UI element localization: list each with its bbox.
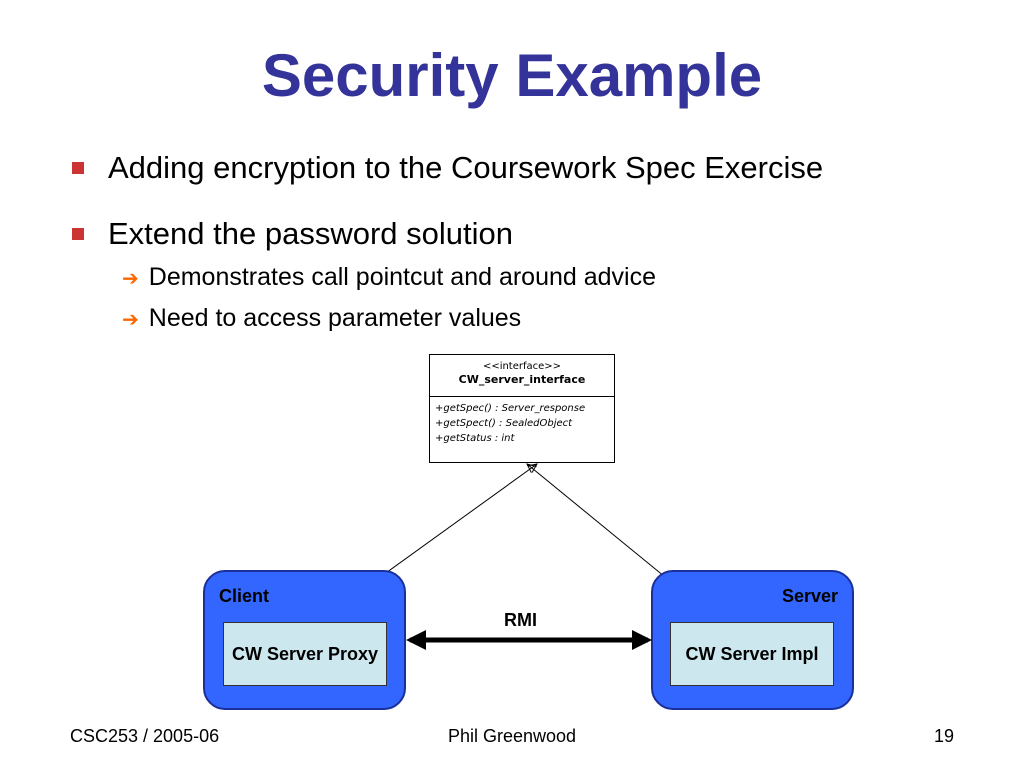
bullet-item: Extend the password solution <box>72 218 513 249</box>
operation: +getStatus : int <box>435 433 515 444</box>
interface-class-box: <<interface>> CW_server_interface +getSp… <box>429 354 615 463</box>
square-bullet-icon <box>72 161 84 174</box>
slide-title: Security Example <box>261 42 763 109</box>
rmi-label: RMI <box>504 610 537 630</box>
sub-bullet-item: ➔ Demonstrates call pointcut and around … <box>122 265 656 290</box>
footer-author: Phil Greenwood <box>447 726 577 746</box>
arrow-right-icon: ➔ <box>122 265 139 290</box>
interface-operations: +getSpec() : Server_response +getSpect()… <box>430 397 614 446</box>
server-label: Server <box>781 586 838 606</box>
bullet-text: Extend the password solution <box>108 216 513 251</box>
square-bullet-icon <box>72 227 84 240</box>
sub-bullet-item: ➔ Need to access parameter values <box>122 306 521 331</box>
footer-course: CSC253 / 2005-06 <box>70 726 220 746</box>
interface-header: <<interface>> CW_server_interface <box>430 355 614 397</box>
arrow-right-icon: ➔ <box>122 306 139 331</box>
client-label: Client <box>219 586 270 606</box>
bullet-text: Adding encryption to the Coursework Spec… <box>108 150 824 185</box>
server-component: CW Server Impl <box>670 622 834 686</box>
server-node: Server CW Server Impl <box>651 570 854 710</box>
interface-stereotype: <<interface>> <box>482 361 562 372</box>
bullet-item: Adding encryption to the Coursework Spec… <box>72 152 823 183</box>
sub-bullet-text: Demonstrates call pointcut and around ad… <box>148 263 657 291</box>
operation: +getSpec() : Server_response <box>435 403 586 414</box>
slide-number: 19 <box>933 726 954 746</box>
sub-bullet-text: Need to access parameter values <box>148 304 522 332</box>
operation: +getSpect() : SealedObject <box>435 418 573 429</box>
interface-name: CW_server_interface <box>458 373 586 386</box>
client-component: CW Server Proxy <box>223 622 387 686</box>
client-node: Client CW Server Proxy <box>203 570 406 710</box>
